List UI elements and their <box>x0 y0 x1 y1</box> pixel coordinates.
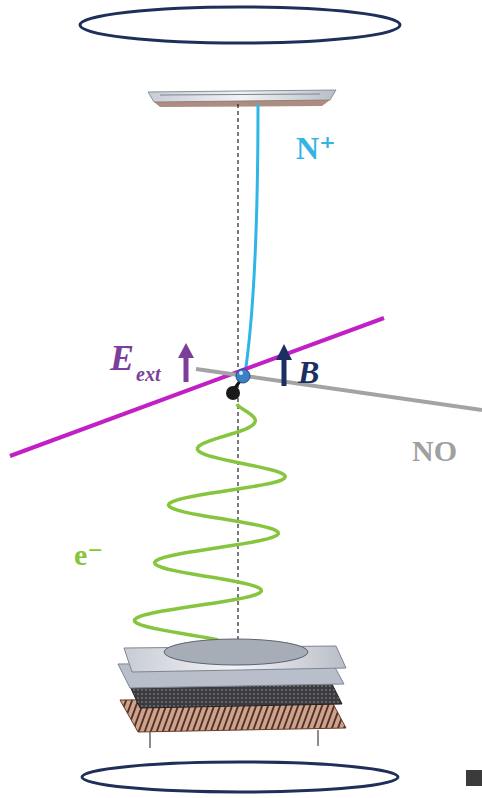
field-arrow <box>178 343 194 382</box>
top-ring <box>80 7 400 43</box>
electron-label: e⁻ <box>74 540 103 570</box>
magnetic-arrow <box>276 344 292 386</box>
field-label: E <box>110 340 134 376</box>
corner-mark <box>466 770 482 786</box>
field-subscript: ext <box>136 364 160 384</box>
ion-detector <box>148 90 336 107</box>
beam-label: NO <box>412 436 457 466</box>
magnetic-label: B <box>298 356 319 388</box>
electron-trajectory <box>135 404 286 640</box>
ion-trajectory <box>245 104 258 374</box>
electron-detector <box>118 639 346 748</box>
bottom-ring <box>82 762 398 792</box>
ion-label: N⁺ <box>296 132 336 164</box>
molecule <box>226 369 250 400</box>
